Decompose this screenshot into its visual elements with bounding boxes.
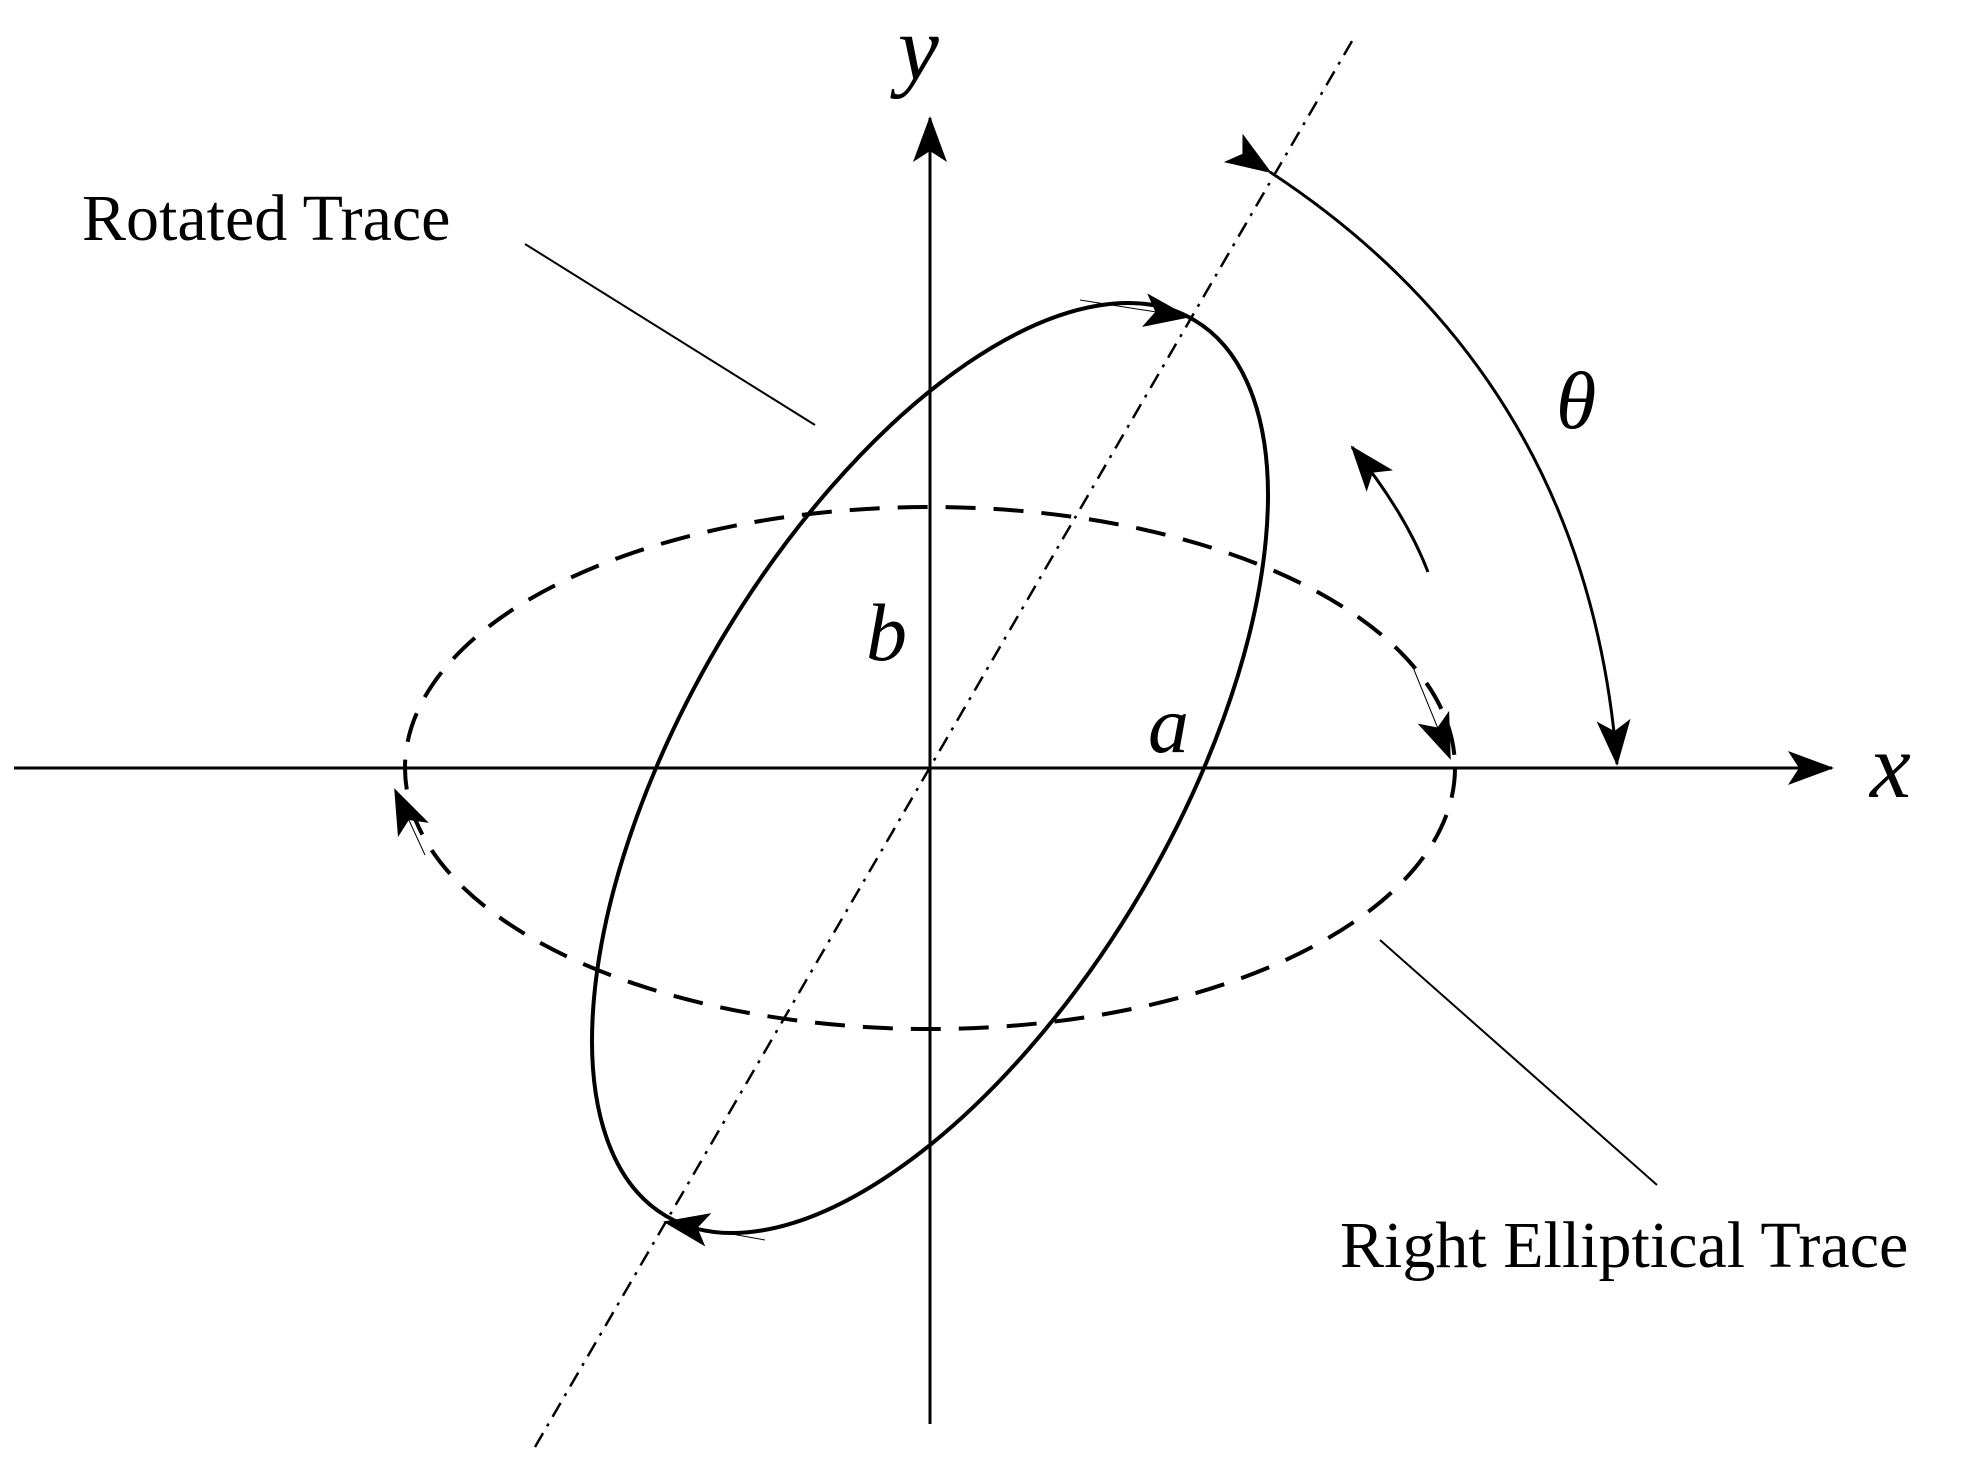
elliptical-trace-arrow-right xyxy=(1409,659,1451,760)
theta-angle-arc xyxy=(1223,133,1631,766)
elliptical-trace-leader-line xyxy=(1379,939,1658,1186)
right-elliptical-trace-label: Right Elliptical Trace xyxy=(1340,1209,1909,1282)
right-elliptical-trace xyxy=(403,505,1457,1031)
theta-label: θ xyxy=(1556,355,1597,446)
semi-major-label: a xyxy=(1148,679,1189,770)
y-axis-label: y xyxy=(898,0,939,99)
elliptical-trace-arrow-left xyxy=(394,788,429,856)
rotated-major-axis-line xyxy=(533,35,1357,1448)
x-axis-label: x xyxy=(1870,715,1911,817)
rotated-trace-arrow-top xyxy=(1079,293,1190,327)
rotated-trace-leader-line xyxy=(524,243,816,426)
rotated-trace-label: Rotated Trace xyxy=(82,182,451,255)
rotation-direction-arrow xyxy=(1350,445,1430,573)
rotated-trace-arrow-bottom xyxy=(663,1213,766,1247)
semi-minor-label: b xyxy=(866,587,907,678)
